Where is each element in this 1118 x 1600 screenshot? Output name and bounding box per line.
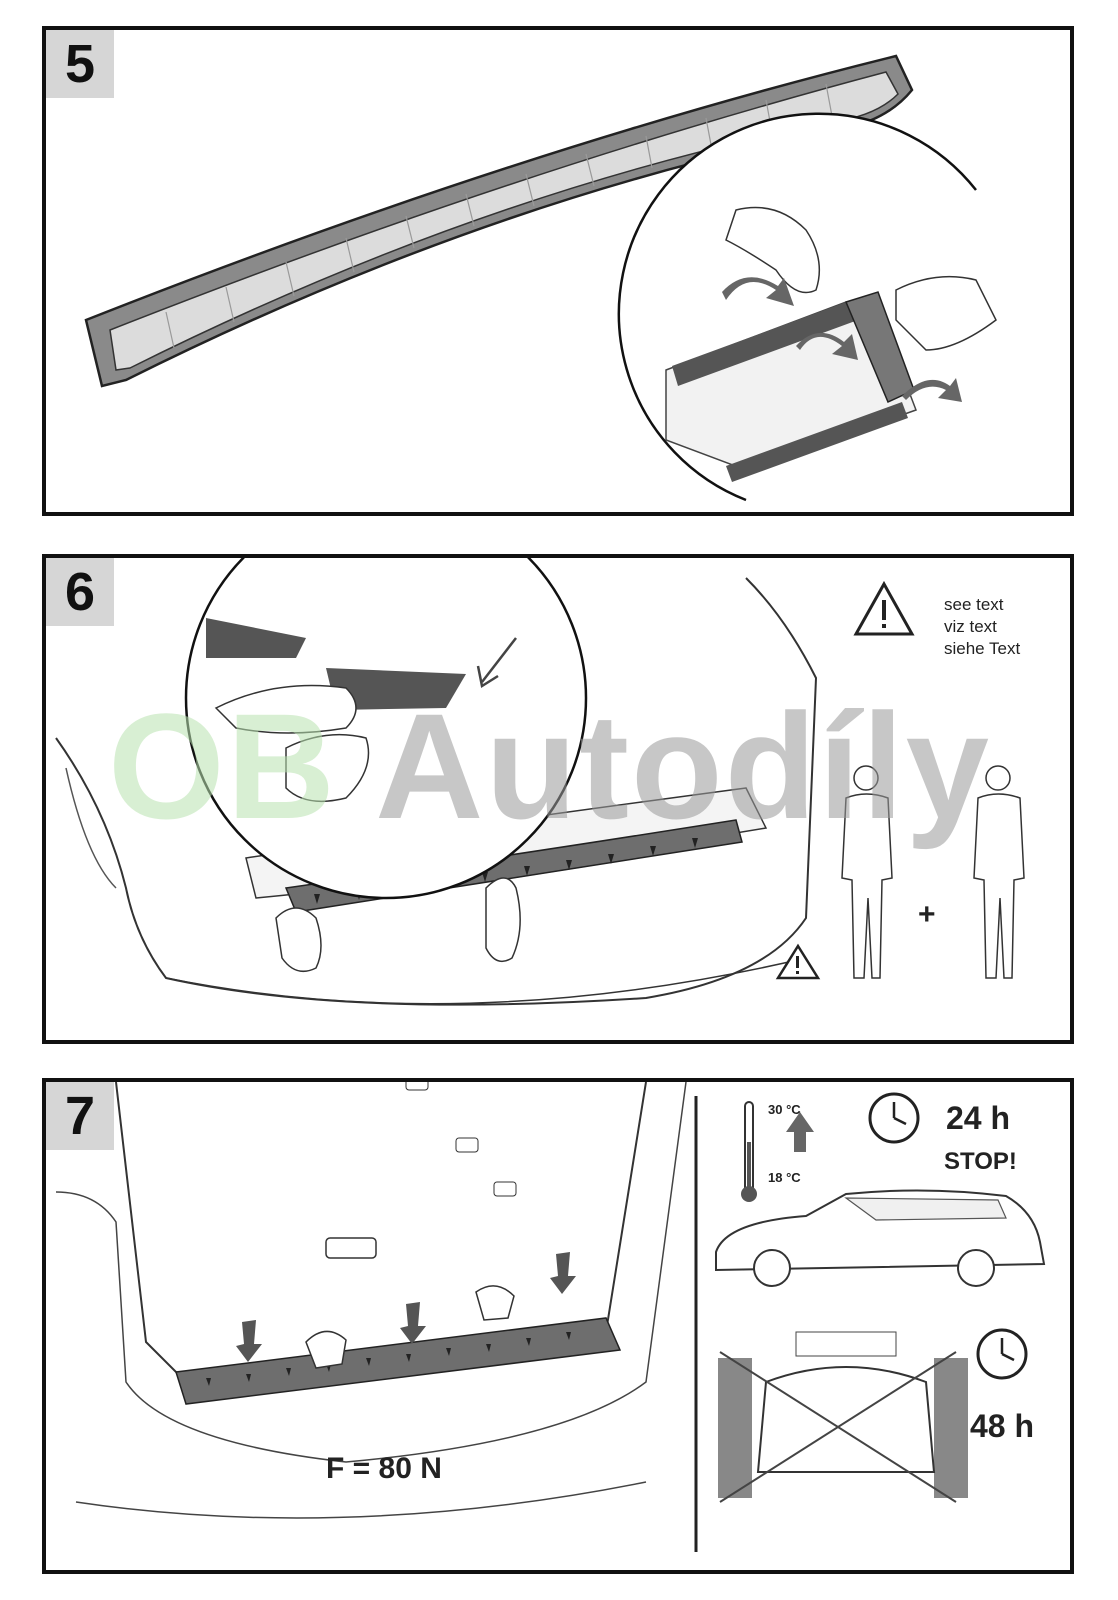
car-side-icon xyxy=(715,1189,1046,1287)
bumper-protector-illustration xyxy=(84,54,997,502)
warning-triangle-icon xyxy=(853,580,915,636)
thermometer-icon xyxy=(741,1101,757,1202)
step-5-panel: 5 xyxy=(42,26,1074,516)
car-rear-mounting-illustration xyxy=(55,558,1025,1006)
step-number: 7 xyxy=(46,1082,114,1150)
warning-line-cz: viz text xyxy=(944,617,997,636)
person-icon xyxy=(973,765,1025,979)
person-icon xyxy=(841,765,893,979)
temperature-low: 18 °C xyxy=(768,1170,801,1185)
temperature-high: 30 °C xyxy=(768,1102,801,1117)
step-number: 5 xyxy=(46,30,114,98)
warning-line-de: siehe Text xyxy=(944,639,1021,658)
clock-icon xyxy=(868,1092,920,1144)
warning-text: see text viz text siehe Text xyxy=(944,594,1020,660)
step-number: 6 xyxy=(46,558,114,626)
stop-label: STOP! xyxy=(944,1148,1017,1175)
step-6-panel: 6 xyxy=(42,554,1074,1044)
car-trunk-pressing-illustration xyxy=(55,1082,1046,1552)
carwash-wait-time: 48 h xyxy=(970,1408,1035,1444)
clock-icon xyxy=(976,1328,1028,1380)
force-label: F = 80 N xyxy=(326,1452,442,1485)
warning-triangle-icon xyxy=(775,943,821,980)
car-wash-prohibited-icon xyxy=(718,1331,968,1503)
warning-line-en: see text xyxy=(944,595,1004,614)
step-7-panel: 7 xyxy=(42,1078,1074,1574)
plus-sign: + xyxy=(918,898,936,931)
cure-time: 24 h xyxy=(946,1100,1011,1136)
